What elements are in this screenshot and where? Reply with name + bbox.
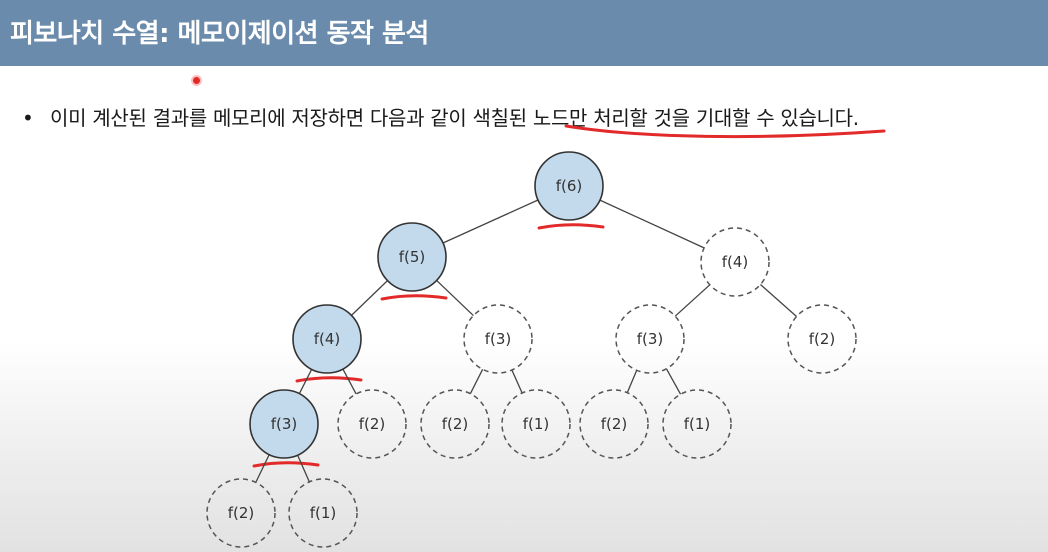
slide-title: 피보나치 수열: 메모이제이션 동작 분석	[10, 19, 429, 49]
tree-node-f1: f(1)	[288, 478, 358, 548]
dashed-node-circle	[420, 389, 490, 459]
laser-pointer-dot	[193, 77, 200, 84]
tree-node-f1: f(1)	[662, 389, 732, 459]
tree-edge	[298, 369, 313, 394]
node-underline-annotation	[537, 223, 605, 230]
tree-edge	[442, 199, 539, 244]
tree-node-f5: f(5)	[377, 222, 447, 292]
tree-node-f4: f(4)	[292, 304, 362, 374]
tree-edge	[469, 369, 484, 394]
dashed-node-circle	[787, 304, 857, 374]
bullet-text: 이미 계산된 결과를 메모리에 저장하면 다음과 같이 색칠된 노드만 처리할 …	[50, 106, 859, 130]
tree-edge	[342, 368, 357, 395]
bullet-marker: •	[22, 106, 34, 130]
dashed-node-circle	[206, 478, 276, 548]
dashed-node-circle	[463, 304, 533, 374]
tree-node-f6: f(6)	[534, 151, 604, 221]
node-underline-annotation	[295, 376, 363, 383]
node-label: f(2)	[228, 504, 255, 522]
tree-node-f3: f(3)	[249, 389, 319, 459]
tree-edge	[255, 454, 270, 483]
dashed-node-circle	[615, 304, 685, 374]
node-label: f(1)	[310, 504, 337, 522]
dashed-node-circle	[337, 389, 407, 459]
node-label: f(2)	[359, 415, 386, 433]
tree-edge	[511, 369, 523, 394]
tree-edge	[626, 370, 638, 393]
tree-node-f2: f(2)	[337, 389, 407, 459]
node-layer: f(6) f(5) f(4) f(4) f(3) f(3) f(2) f(3) f(2) f(2)…	[206, 151, 857, 548]
node-label: f(5)	[399, 248, 426, 266]
tree-node-f2: f(2)	[206, 478, 276, 548]
tree-node-f3: f(3)	[615, 304, 685, 374]
tree-edge	[297, 454, 310, 483]
node-label: f(3)	[271, 415, 298, 433]
node-underline-annotation	[380, 294, 448, 301]
filled-node-circle	[377, 222, 447, 292]
node-label: f(2)	[601, 415, 628, 433]
edge-layer	[255, 199, 797, 483]
tree-edge	[436, 279, 474, 317]
node-label: f(3)	[637, 330, 664, 348]
tree-edge	[674, 284, 711, 317]
tree-edge	[760, 284, 797, 317]
node-label: f(6)	[556, 177, 583, 195]
dashed-node-circle	[288, 478, 358, 548]
tree-node-f2: f(2)	[420, 389, 490, 459]
node-label: f(1)	[523, 415, 550, 433]
bullet-point: • 이미 계산된 결과를 메모리에 저장하면 다음과 같이 색칠된 노드만 처리할…	[22, 102, 859, 131]
filled-node-circle	[249, 389, 319, 459]
tree-edge	[665, 368, 682, 395]
tree-edge	[599, 199, 705, 249]
filled-node-circle	[534, 151, 604, 221]
tree-node-f1: f(1)	[501, 389, 571, 459]
node-label: f(4)	[314, 330, 341, 348]
tree-node-f2: f(2)	[579, 389, 649, 459]
annotation-layer	[252, 124, 886, 468]
node-label: f(2)	[809, 330, 836, 348]
text-underline-annotation	[564, 124, 886, 139]
dashed-node-circle	[579, 389, 649, 459]
dashed-node-circle	[501, 389, 571, 459]
node-underline-annotation	[252, 461, 320, 468]
tree-edge	[351, 280, 388, 316]
tree-node-f4: f(4)	[700, 227, 770, 297]
dashed-node-circle	[700, 227, 770, 297]
node-label: f(4)	[722, 253, 749, 271]
tree-node-f2: f(2)	[787, 304, 857, 374]
tree-node-f3: f(3)	[463, 304, 533, 374]
node-label: f(1)	[684, 415, 711, 433]
filled-node-circle	[292, 304, 362, 374]
title-bar: 피보나치 수열: 메모이제이션 동작 분석	[0, 0, 1048, 66]
node-label: f(2)	[442, 415, 469, 433]
dashed-node-circle	[662, 389, 732, 459]
node-label: f(3)	[485, 330, 512, 348]
